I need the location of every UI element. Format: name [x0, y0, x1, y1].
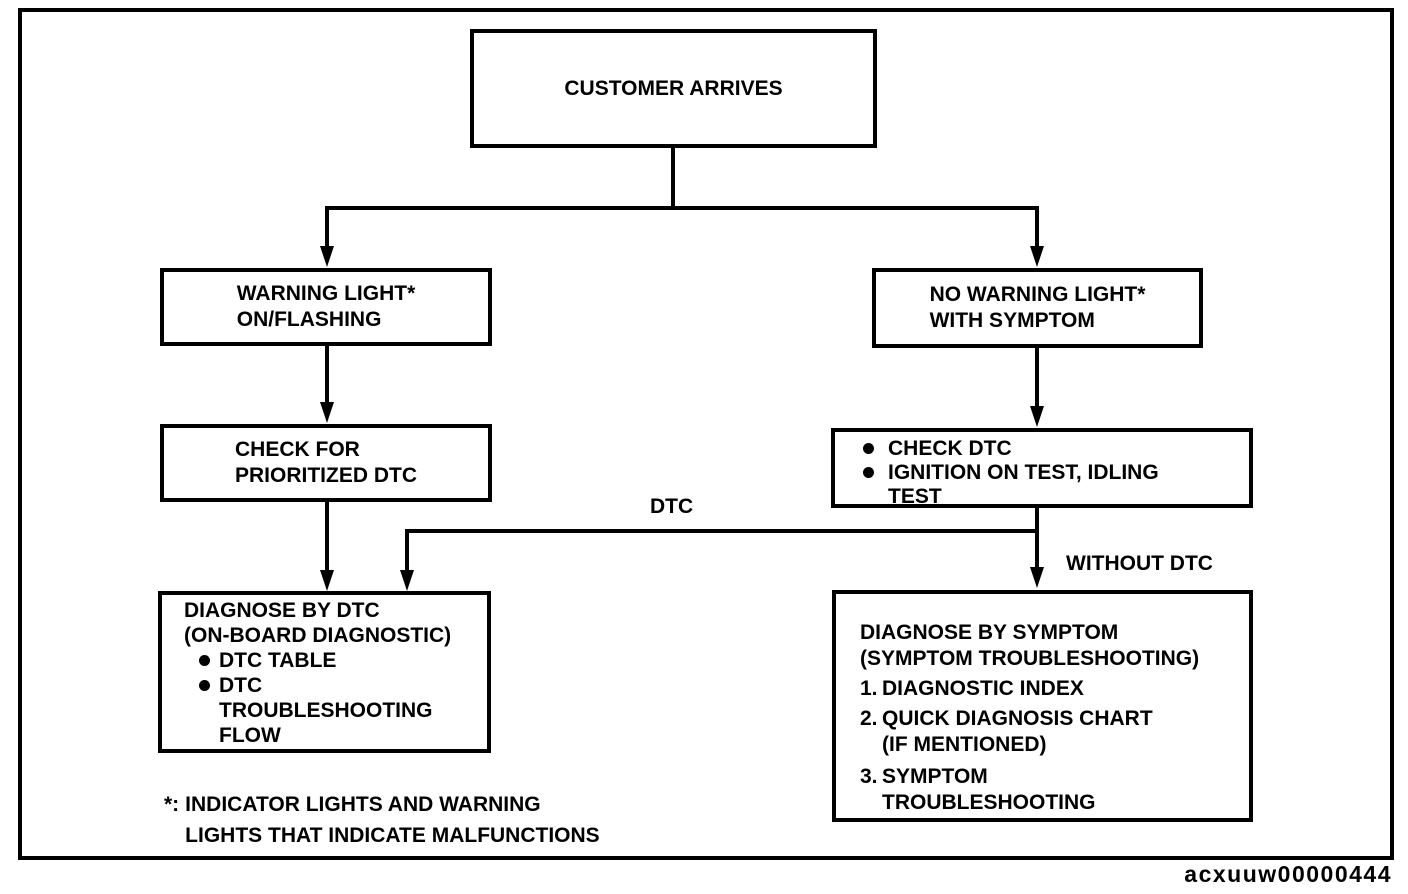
- text-line: IGNITION ON TEST, IDLING: [888, 461, 1159, 484]
- text-line: QUICK DIAGNOSIS CHART: [882, 707, 1153, 730]
- node-label: NO WARNING LIGHT* WITH SYMPTOM: [930, 282, 1146, 334]
- text-line: DTC: [219, 674, 263, 697]
- text-line: INDICATOR LIGHTS AND WARNING: [185, 793, 541, 816]
- numbered-item: 2. QUICK DIAGNOSIS CHART (IF MENTIONED): [860, 706, 1241, 758]
- figure-code: acxuuw00000444: [1184, 861, 1392, 887]
- text-line: CHECK DTC: [888, 437, 1012, 460]
- bullet-item: DTC TABLE: [199, 648, 481, 673]
- text-line: CHECK FOR: [235, 438, 360, 461]
- node-diagnose-by-dtc: DIAGNOSE BY DTC (ON-BOARD DIAGNOSTIC) DT…: [158, 591, 491, 753]
- item-text: QUICK DIAGNOSIS CHART (IF MENTIONED): [882, 706, 1153, 758]
- text-line: NO WARNING LIGHT*: [929, 283, 1146, 306]
- text-line: DIAGNOSE BY DTC: [184, 599, 380, 622]
- text-line: TROUBLESHOOTING: [882, 791, 1096, 814]
- node-label: WARNING LIGHT* ON/FLASHING: [237, 281, 416, 333]
- text-line: DIAGNOSE BY SYMPTOM: [860, 621, 1119, 644]
- numbered-item: 1. DIAGNOSTIC INDEX: [860, 676, 1241, 702]
- text-line: TEST: [888, 485, 942, 508]
- bullet-item: CHECK DTC: [863, 437, 1241, 461]
- item-number: 3.: [860, 765, 878, 788]
- node-customer-arrives: CUSTOMER ARRIVES: [470, 29, 877, 148]
- bullet-icon: [199, 680, 210, 691]
- text-line: ON/FLASHING: [236, 308, 382, 331]
- text-line: (ON-BOARD DIAGNOSTIC): [184, 624, 452, 647]
- node-warning-light: WARNING LIGHT* ON/FLASHING: [160, 268, 492, 346]
- bullet-item: IGNITION ON TEST, IDLING TEST: [863, 461, 1241, 509]
- bullet-icon: [863, 443, 874, 454]
- node-title: DIAGNOSE BY SYMPTOM (SYMPTOM TROUBLESHOO…: [860, 620, 1241, 672]
- node-check-dtc: CHECK DTC IGNITION ON TEST, IDLING TEST: [831, 428, 1253, 508]
- text-line: FLOW: [219, 724, 281, 747]
- item-text: SYMPTOM TROUBLESHOOTING: [882, 764, 1096, 816]
- bullet-item: DTC TROUBLESHOOTING FLOW: [199, 673, 481, 748]
- footnote-text: INDICATOR LIGHTS AND WARNING LIGHTS THAT…: [185, 789, 600, 851]
- bullet-text: IGNITION ON TEST, IDLING TEST: [888, 461, 1159, 509]
- footnote: *: INDICATOR LIGHTS AND WARNING LIGHTS T…: [164, 789, 600, 851]
- text-line: (IF MENTIONED): [882, 733, 1047, 756]
- item-text: DIAGNOSTIC INDEX: [882, 676, 1084, 702]
- numbered-item: 3. SYMPTOM TROUBLESHOOTING: [860, 764, 1241, 816]
- text-line: DTC TABLE: [219, 649, 337, 672]
- text-line: (SYMPTOM TROUBLESHOOTING): [860, 647, 1200, 670]
- item-number: 2.: [860, 707, 878, 730]
- node-label: CHECK FOR PRIORITIZED DTC: [235, 437, 417, 489]
- text-line: LIGHTS THAT INDICATE MALFUNCTIONS: [185, 824, 600, 847]
- bullet-icon: [863, 467, 874, 478]
- node-no-warning-light: NO WARNING LIGHT* WITH SYMPTOM: [872, 268, 1203, 348]
- text-line: WARNING LIGHT*: [236, 282, 416, 305]
- node-diagnose-by-symptom: DIAGNOSE BY SYMPTOM (SYMPTOM TROUBLESHOO…: [832, 590, 1253, 822]
- edge-label-dtc: DTC: [650, 495, 694, 518]
- footnote-marker: *:: [164, 793, 180, 816]
- text-line: WITH SYMPTOM: [929, 309, 1095, 332]
- node-title: DIAGNOSE BY DTC (ON-BOARD DIAGNOSTIC): [184, 598, 481, 648]
- node-label: CUSTOMER ARRIVES: [564, 76, 783, 100]
- bullet-text: DTC TABLE: [219, 648, 336, 673]
- bullet-text: CHECK DTC: [888, 437, 1012, 461]
- text-line: TROUBLESHOOTING: [219, 699, 433, 722]
- bullet-icon: [199, 655, 210, 666]
- item-number: 1.: [860, 677, 878, 700]
- edge-label-without-dtc: WITHOUT DTC: [1066, 552, 1213, 575]
- text-line: DIAGNOSTIC INDEX: [882, 677, 1084, 700]
- text-line: SYMPTOM: [882, 765, 988, 788]
- text-line: PRIORITIZED DTC: [235, 464, 417, 487]
- node-check-prioritized-dtc: CHECK FOR PRIORITIZED DTC: [160, 424, 492, 502]
- bullet-text: DTC TROUBLESHOOTING FLOW: [219, 673, 433, 748]
